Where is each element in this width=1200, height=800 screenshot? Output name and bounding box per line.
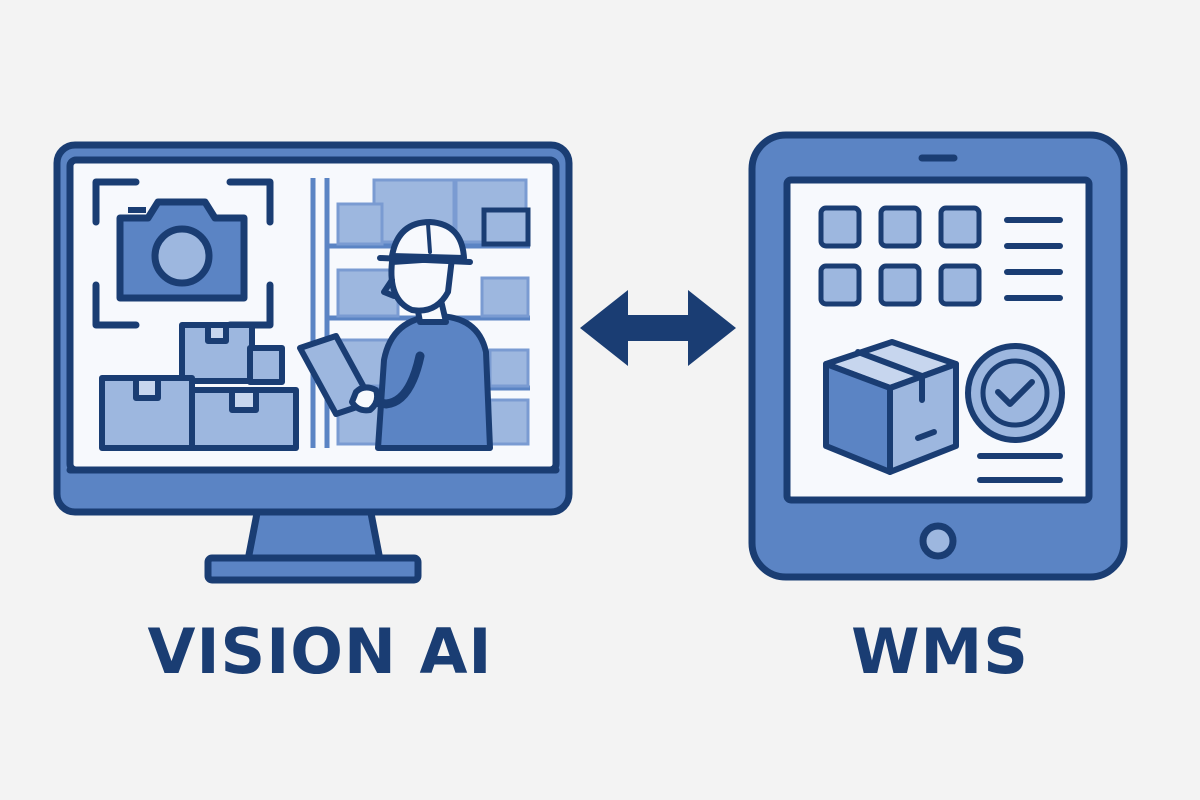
- list-lines: [977, 217, 1063, 483]
- camera-scan-panel: [92, 178, 274, 329]
- bidirectional-arrow-icon: [580, 290, 736, 366]
- package-box-icon: [823, 339, 959, 475]
- check-circle-icon: [965, 343, 1065, 443]
- wms-label: WMS: [851, 615, 1029, 688]
- camera-icon: [116, 198, 248, 302]
- vision-ai-label: VISION AI: [147, 615, 493, 688]
- warehouse-worker-icon: [297, 219, 493, 451]
- package-stack: [99, 322, 299, 451]
- app-grid: [818, 205, 982, 307]
